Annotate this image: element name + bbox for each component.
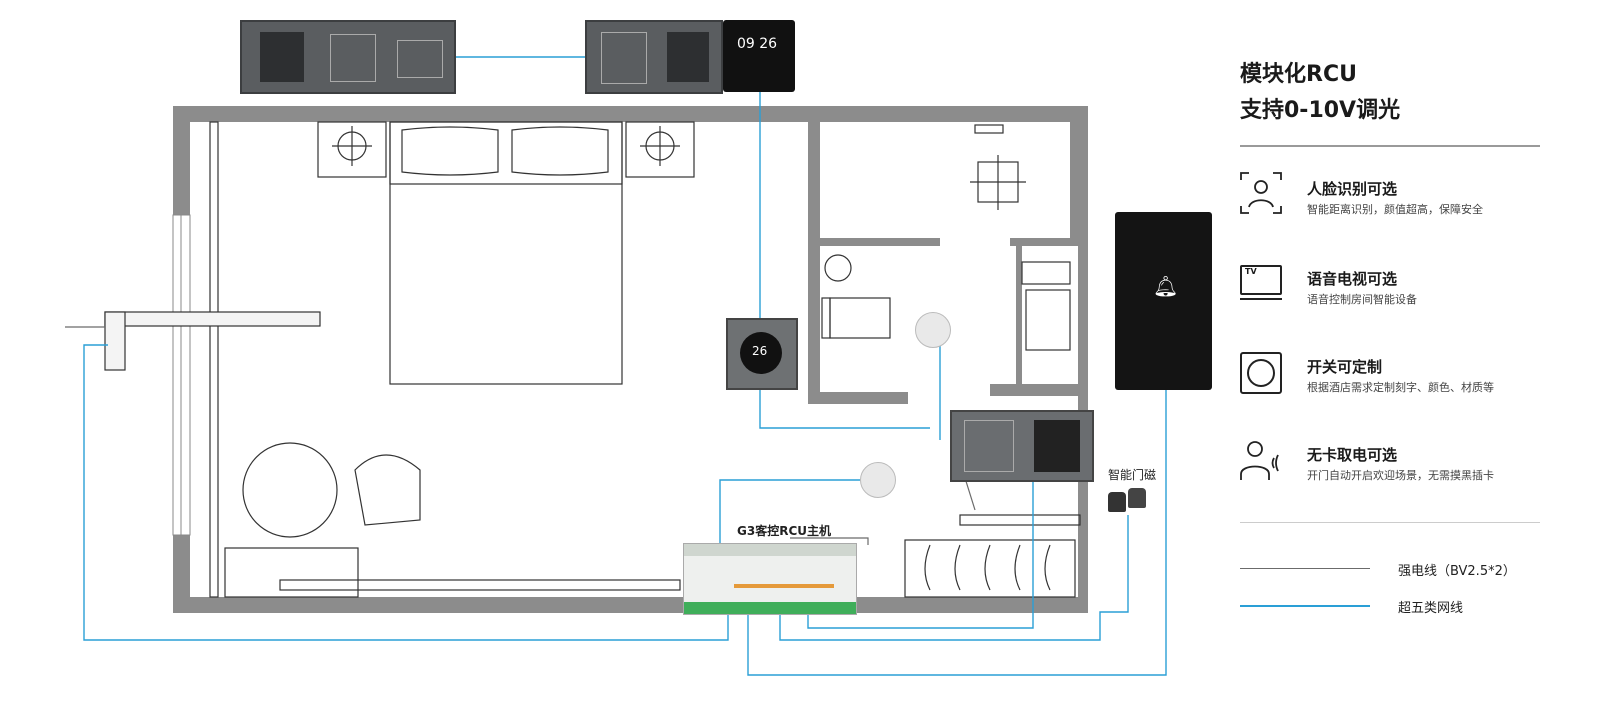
legend-power-line [1240, 568, 1370, 569]
header-line1: 模块化RCU [1240, 62, 1357, 87]
card-slot [1034, 420, 1080, 472]
face-recognition-icon [1240, 172, 1282, 214]
card-switch-panel [950, 410, 1094, 482]
room-walls [172, 106, 1088, 613]
scene-keys [330, 34, 376, 82]
scene-keys [397, 40, 443, 78]
door-sensor-label: 智能门磁 [1108, 468, 1157, 482]
thermostat-temp: 26 [752, 344, 768, 358]
furniture [104, 121, 1081, 598]
thermostat-dial: 26 [740, 332, 782, 374]
power-lines [65, 326, 976, 545]
socket [260, 32, 304, 82]
terminal-block [684, 602, 856, 614]
bell-icon: 🔔︎ [1153, 274, 1179, 298]
rcu-host-label: G3客控RCU主机 [737, 524, 831, 538]
tv-icon: TV [1240, 265, 1282, 307]
feature-title: 语音电视可选 [1307, 270, 1398, 288]
network-lines [83, 56, 1167, 676]
divider [1240, 145, 1540, 147]
socket [667, 32, 709, 82]
feature-title: 开关可定制 [1307, 358, 1383, 376]
door-sensor-icon [1108, 492, 1126, 512]
legend-power-label: 强电线（BV2.5*2） [1398, 564, 1516, 579]
legend-network-line [1240, 605, 1370, 607]
switch-icon [1240, 352, 1282, 394]
clock-text: 09 26 [737, 36, 778, 52]
status-strip [734, 584, 834, 588]
feature-subtitle: 语音控制房间智能设备 [1307, 293, 1417, 306]
terminal-block [684, 544, 856, 556]
feature-subtitle: 智能距离识别，颜值超高，保障安全 [1307, 203, 1483, 216]
feature-subtitle: 开门自动开启欢迎场景，无需摸黑插卡 [1307, 469, 1494, 482]
feature-title: 无卡取电可选 [1307, 446, 1398, 464]
divider [1240, 522, 1540, 523]
scene-keys [601, 32, 647, 84]
door-sensor-icon [1128, 488, 1146, 508]
thermostat: 26 [726, 318, 798, 390]
switch-panel-right [585, 20, 723, 94]
switch-panel-left [240, 20, 456, 94]
smart-screen: 09 26 [723, 20, 795, 92]
ceiling-sensor-icon [915, 312, 951, 348]
ceiling-sensor-icon [860, 462, 896, 498]
feature-subtitle: 根据酒店需求定制刻字、颜色、材质等 [1307, 381, 1494, 394]
rcu-host [683, 543, 857, 615]
scene-keys [964, 420, 1014, 472]
legend-network-label: 超五类网线 [1398, 601, 1464, 616]
feature-title: 人脸识别可选 [1307, 180, 1398, 198]
header-line2: 支持0-10V调光 [1240, 98, 1401, 123]
cardless-power-icon [1240, 441, 1279, 480]
doorbell-panel: 🔔︎ [1115, 212, 1212, 390]
